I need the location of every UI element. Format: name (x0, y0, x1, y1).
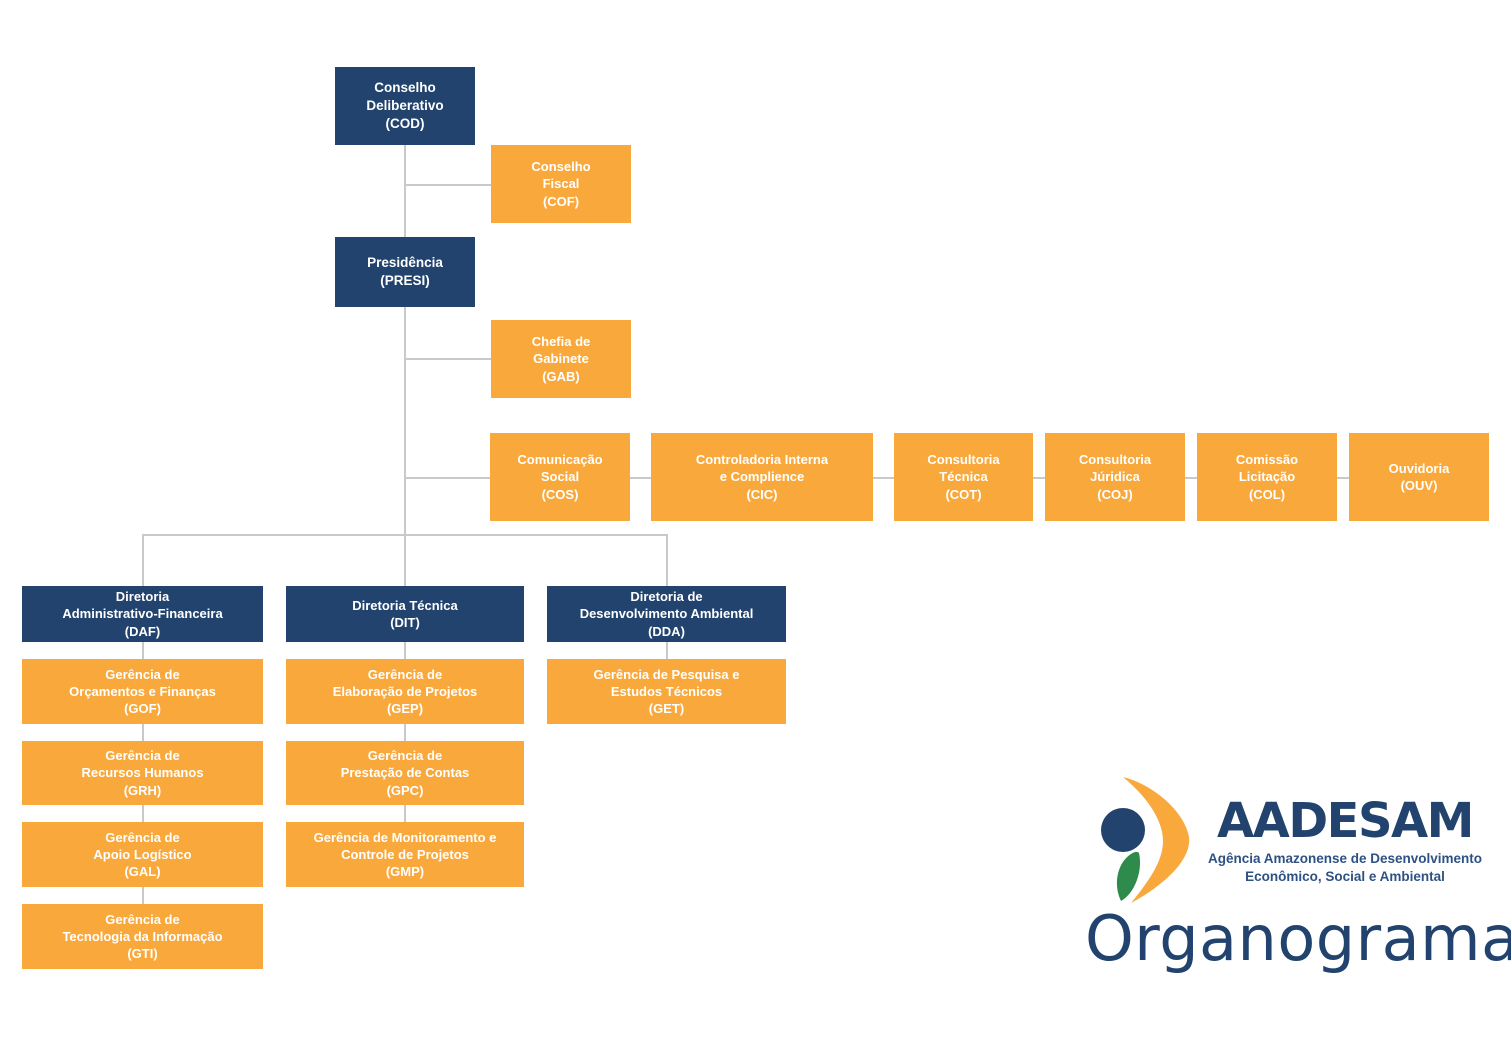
connector-dit-to-gep (404, 642, 406, 659)
aadesam-logo-block: AADESAM Agência Amazonense de Desenvolvi… (1085, 775, 1511, 1005)
connector-coj-to-col (1185, 477, 1197, 479)
connector-gep-to-gpc (404, 724, 406, 741)
connector-gal-to-gti (142, 887, 144, 904)
connector-bus-to-dit (404, 534, 406, 586)
node-coj[interactable]: Consultoria Júridica (COJ) (1045, 433, 1185, 521)
node-ouv[interactable]: Ouvidoria (OUV) (1349, 433, 1489, 521)
connector-cod-to-cof (404, 184, 492, 186)
node-gmp[interactable]: Gerência de Monitoramento e Controle de … (286, 822, 524, 887)
node-gep[interactable]: Gerência de Elaboração de Projetos (GEP) (286, 659, 524, 724)
node-col[interactable]: Comissão Licitação (COL) (1197, 433, 1337, 521)
node-cos[interactable]: Comunicação Social (COS) (490, 433, 630, 521)
connector-dda-to-get (666, 642, 668, 659)
logo-row: AADESAM Agência Amazonense de Desenvolvi… (1085, 775, 1495, 910)
connector-daf-to-gof (142, 642, 144, 659)
node-presi[interactable]: Presidência (PRESI) (335, 237, 475, 307)
connector-cod-to-presi (404, 145, 406, 237)
node-get[interactable]: Gerência de Pesquisa e Estudos Técnicos … (547, 659, 786, 724)
node-gti[interactable]: Gerência de Tecnologia da Informação (GT… (22, 904, 263, 969)
connector-presi-to-gab (404, 358, 492, 360)
node-dda[interactable]: Diretoria de Desenvolvimento Ambiental (… (547, 586, 786, 642)
connector-presi-trunk (404, 307, 406, 535)
node-gof[interactable]: Gerência de Orçamentos e Finanças (GOF) (22, 659, 263, 724)
connector-cic-to-cot (873, 477, 894, 479)
node-cof[interactable]: Conselho Fiscal (COF) (491, 145, 631, 223)
organograma-caption: Organograma (1085, 902, 1511, 975)
connector-cos-to-cic (630, 477, 651, 479)
node-cod[interactable]: Conselho Deliberativo (COD) (335, 67, 475, 145)
aadesam-wordmark-group: AADESAM Agência Amazonense de Desenvolvi… (1197, 797, 1493, 886)
node-gal[interactable]: Gerência de Apoio Logístico (GAL) (22, 822, 263, 887)
node-daf[interactable]: Diretoria Administrativo-Financeira (DAF… (22, 586, 263, 642)
connector-grh-to-gal (142, 805, 144, 822)
connector-gof-to-grh (142, 724, 144, 741)
aadesam-logo-mark-icon (1093, 775, 1203, 905)
connector-col-to-ouv (1337, 477, 1349, 479)
connector-cot-to-coj (1033, 477, 1045, 479)
connector-gpc-to-gmp (404, 805, 406, 822)
aadesam-tagline: Agência Amazonense de Desenvolvimento Ec… (1207, 851, 1483, 885)
node-cic[interactable]: Controladoria Interna e Complience (CIC) (651, 433, 873, 521)
connector-bus-to-daf (142, 534, 144, 586)
node-grh[interactable]: Gerência de Recursos Humanos (GRH) (22, 741, 263, 805)
connector-presi-to-cos (404, 477, 492, 479)
connector-bus-to-dda (666, 534, 668, 586)
node-gpc[interactable]: Gerência de Prestação de Contas (GPC) (286, 741, 524, 805)
aadesam-wordmark: AADESAM (1217, 793, 1474, 849)
node-dit[interactable]: Diretoria Técnica (DIT) (286, 586, 524, 642)
node-cot[interactable]: Consultoria Técnica (COT) (894, 433, 1033, 521)
node-gab[interactable]: Chefia de Gabinete (GAB) (491, 320, 631, 398)
